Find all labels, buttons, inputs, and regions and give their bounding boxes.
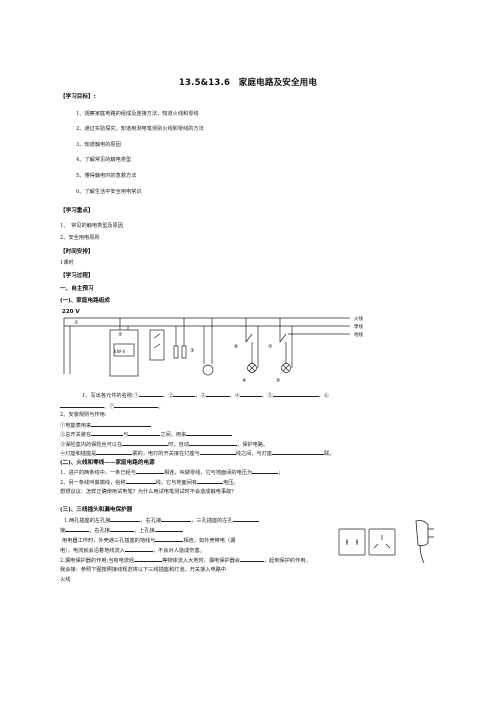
mark-7: ⑦	[268, 344, 273, 350]
rule-4: ④灯座和插座是联的，电灯的开关接在灯座与线之间，与灯座联。	[60, 449, 335, 457]
sub2-line-1: 1、进户的两条线中，一条已经与相连，叫做零线，它与地面间的电压为；	[60, 468, 284, 476]
blank-field[interactable]	[252, 468, 279, 474]
blank-field[interactable]	[138, 391, 163, 397]
sub-two-heading: (二)、火线和零线——家庭电路的电源	[60, 460, 155, 466]
focus-item: 1、 常见的触电类型及原因	[60, 223, 123, 229]
socket-hole-dot	[356, 541, 358, 543]
goal-item: 4、了解常见的触电类型	[76, 157, 132, 163]
blank-field[interactable]	[91, 421, 152, 427]
ground-line-label: 地线	[354, 331, 363, 338]
blank-field[interactable]	[272, 391, 319, 397]
blank-field[interactable]	[155, 536, 184, 542]
blank-field[interactable]	[197, 478, 224, 484]
mark-1: ①	[74, 320, 79, 326]
blank-field[interactable]	[232, 516, 259, 522]
sub3-line-6: 我会接：参照下图按照接线规范将以下三线插座和灯泡、开关接入电路中	[60, 567, 227, 573]
q1-line-2: 、⑦。	[60, 402, 164, 410]
sub3-line-1: 1.两孔插座的左孔接，右孔接，三孔插座的左孔	[64, 516, 259, 524]
goal-item: 5、懂得触电时的急救方法	[76, 173, 137, 179]
q2-heading: 2、安装规则与作用:	[60, 412, 107, 418]
mark-5: ⑤	[276, 378, 280, 384]
sub3-line-5: 2.漏电保护器的作用:当有电流经等物体流入大地时，漏电保护器会，起到保护的作用。	[60, 556, 311, 564]
blank-field[interactable]	[272, 449, 325, 455]
blank-field[interactable]	[189, 440, 238, 446]
goal-item: 2、通过实验探究，知道用测电笔测别火线和零线的方法	[76, 126, 204, 132]
mark-4: ④	[242, 378, 247, 384]
blank-field[interactable]	[199, 449, 236, 455]
blank-field[interactable]	[122, 440, 169, 446]
socket-illustrations	[338, 528, 396, 556]
blank-field[interactable]	[135, 468, 164, 474]
page-title: 13.5&13.6 家庭电路及安全用电	[178, 78, 318, 88]
rule-1: ①电能表用来	[60, 421, 152, 429]
blank-field[interactable]	[205, 391, 230, 397]
blank-field[interactable]	[60, 402, 104, 408]
time-value: 1课时	[60, 260, 74, 266]
sub3-line-2: 接，右孔接，上孔接	[60, 526, 183, 534]
sub3-line-3: 用电器工作时，外壳通三孔插座的地线与相连，如外壳带电（漏	[62, 536, 236, 544]
blank-field[interactable]	[239, 556, 264, 562]
blank-field[interactable]	[240, 391, 263, 397]
blank-field[interactable]	[134, 556, 163, 562]
plug-icon	[415, 520, 434, 564]
meter-label: kW·h	[114, 349, 125, 355]
sub3-line-4: 电），电流就会沿着地线流入，不会对人造成伤害。	[60, 546, 205, 554]
goals-heading: 【学习目标】:	[60, 94, 96, 100]
mark-3: ③	[190, 348, 194, 354]
focus-heading: 【学习重点】	[60, 208, 94, 214]
blank-field[interactable]	[186, 430, 233, 436]
blank-field[interactable]	[128, 430, 161, 436]
blank-field[interactable]	[125, 478, 156, 484]
blank-field[interactable]	[124, 546, 153, 552]
socket-hole-dot	[346, 541, 348, 543]
sub-three-heading: (三)、三线插头和漏电保护器	[60, 507, 133, 513]
blank-field[interactable]	[65, 526, 90, 532]
sub3-line-7: 火线	[60, 577, 71, 583]
q1-line: 1、写出各元件的名称:①、②、③、④、⑤，⑥	[82, 391, 329, 399]
sub2-line-3: 想想议议：怎样正确使用试电笔？为什么用试电笔测试时不会造成触电事故？	[60, 489, 237, 495]
blank-field[interactable]	[96, 449, 133, 455]
focus-item: 2、安全用电原则	[60, 235, 100, 241]
goal-item: 3、知道触电的原因	[76, 142, 121, 148]
goal-item: 1、观察家庭电路的组成及连接方法，知道火线和零线	[76, 111, 199, 117]
sub2-line-2: 2、另一条线叫做端线，俗称线，它与地面间有电压。	[60, 478, 239, 486]
sub-one-heading: (一)、家庭电路组成	[60, 298, 110, 304]
mark-6: ⑥	[234, 344, 239, 350]
blank-field[interactable]	[109, 526, 134, 532]
blank-field[interactable]	[173, 391, 196, 397]
time-heading: 【时间安排】	[60, 249, 94, 255]
fire-line-label: 火线	[354, 315, 363, 322]
rule-2: ②总开关装在与之间，用来	[60, 430, 233, 438]
blank-field[interactable]	[110, 516, 141, 522]
rule-3: ③保险盒内的保险丝可以在时，自动，保护电路。	[60, 440, 269, 448]
blank-field[interactable]	[91, 430, 124, 436]
blank-field[interactable]	[154, 526, 183, 532]
mark-2: ②	[118, 332, 123, 338]
voltage-label: 220 V	[62, 309, 80, 315]
goal-item: 6、了解生活中安全用电常识	[76, 189, 142, 195]
neutral-line-label: 零线	[354, 323, 363, 330]
process-heading: 【学习过程】	[60, 273, 94, 279]
blank-field[interactable]	[114, 402, 159, 408]
household-circuit-diagram: 220 V kW·h 火线 零线 地线 ① ② ③ ④ ⑤ ⑥ ⑦	[62, 309, 363, 384]
blank-field[interactable]	[161, 516, 192, 522]
part-one-heading: 一、自主预习	[60, 286, 94, 292]
